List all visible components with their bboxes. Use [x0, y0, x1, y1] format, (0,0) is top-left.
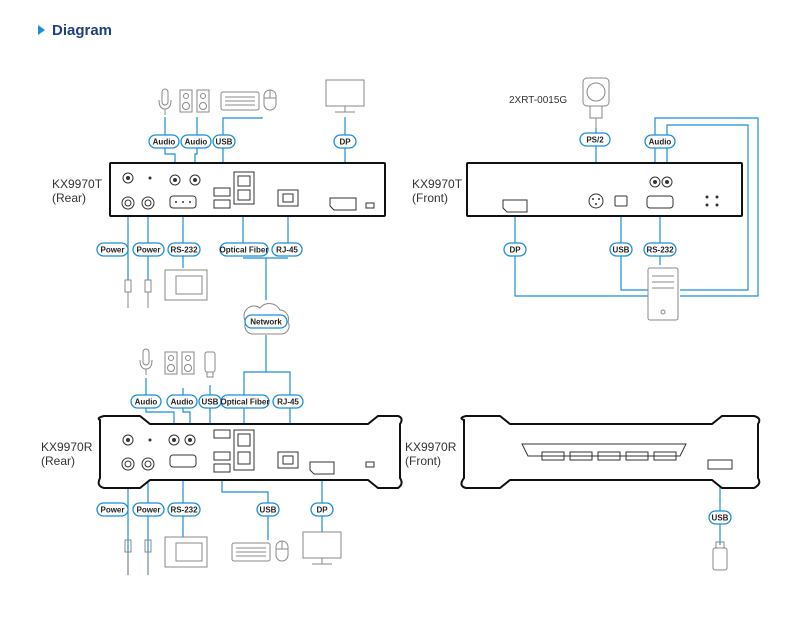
- rx-front-sublabel: (Front): [405, 454, 441, 468]
- svg-text:Audio: Audio: [185, 138, 208, 147]
- rx-front-label: KX9970R: [405, 440, 457, 454]
- pill-rs232-tx-front: RS-232: [643, 242, 677, 257]
- pill-usb-tx-front: USB: [609, 242, 633, 257]
- tx-front-sublabel: (Front): [412, 191, 448, 205]
- svg-text:Audio: Audio: [135, 398, 158, 407]
- pill-power-tx-1: Power: [96, 242, 129, 257]
- svg-text:USB: USB: [613, 246, 630, 255]
- svg-text:Power: Power: [136, 246, 160, 255]
- svg-text:Power: Power: [100, 506, 124, 515]
- pill-usb-rx-2: USB: [256, 502, 280, 517]
- svg-text:USB: USB: [202, 398, 219, 407]
- diagram-title: Diagram: [52, 21, 113, 39]
- pill-dp-rx: DP: [310, 502, 334, 517]
- tx-rear-device: [109, 162, 386, 217]
- svg-text:USB: USB: [712, 514, 729, 523]
- serial-device-icon: [164, 536, 208, 568]
- power-plug-icon: [144, 539, 152, 575]
- svg-text:RJ-45: RJ-45: [277, 398, 299, 407]
- svg-text:Audio: Audio: [171, 398, 194, 407]
- pill-audio-tx-2: Audio: [180, 134, 212, 149]
- pill-network: Network: [244, 314, 288, 329]
- pill-dp-tx-front: DP: [503, 242, 527, 257]
- pill-power-rx-2: Power: [132, 502, 165, 517]
- svg-text:PS/2: PS/2: [586, 136, 604, 145]
- pill-audio-tx-front: Audio: [644, 134, 676, 149]
- serial-device-icon: [164, 269, 208, 301]
- monitor-icon: [302, 531, 342, 559]
- rx-rear-label: KX9970R: [41, 440, 93, 454]
- microphone-icon: [139, 348, 153, 375]
- pill-rs232-rx: RS-232: [167, 502, 201, 517]
- tx-front-label: KX9970T: [412, 177, 463, 191]
- tx-rear-label: KX9970T: [52, 177, 103, 191]
- pill-audio-tx-1: Audio: [148, 134, 180, 149]
- pill-power-rx-1: Power: [96, 502, 129, 517]
- peripherals: [124, 77, 728, 575]
- pill-dp-tx: DP: [333, 134, 357, 149]
- svg-text:Network: Network: [250, 318, 282, 327]
- power-plug-icon: [124, 279, 132, 308]
- pill-optical-fiber-tx: Optical Fiber: [219, 242, 269, 257]
- pill-rs232-tx: RS-232: [167, 242, 201, 257]
- mouse-model-label: 2XRT-0015G: [509, 95, 567, 106]
- rx-front-device: [460, 415, 761, 489]
- svg-text:Audio: Audio: [153, 138, 176, 147]
- svg-text:RS-232: RS-232: [170, 246, 198, 255]
- pill-ps2: PS/2: [579, 132, 611, 147]
- svg-text:Optical Fiber: Optical Fiber: [220, 246, 269, 255]
- svg-text:RS-232: RS-232: [646, 246, 674, 255]
- microphone-icon: [158, 88, 172, 115]
- svg-text:RS-232: RS-232: [170, 506, 198, 515]
- svg-text:Audio: Audio: [649, 138, 672, 147]
- rx-rear-device: [97, 415, 403, 489]
- svg-text:RJ-45: RJ-45: [276, 246, 298, 255]
- svg-text:DP: DP: [509, 246, 521, 255]
- svg-text:USB: USB: [216, 138, 233, 147]
- usb-drive-icon: [204, 351, 216, 373]
- power-plug-icon: [124, 539, 132, 575]
- computer-tower-icon: [647, 267, 679, 321]
- pill-usb-rx-front: USB: [708, 510, 732, 525]
- pill-audio-rx-2: Audio: [166, 394, 198, 409]
- usb-drive-icon: [712, 547, 728, 571]
- svg-text:DP: DP: [316, 506, 328, 515]
- pill-power-tx-2: Power: [132, 242, 165, 257]
- section-header: Diagram: [38, 18, 112, 42]
- svg-text:Optical Fiber: Optical Fiber: [221, 398, 270, 407]
- pill-usb-rx: USB: [198, 394, 222, 409]
- svg-text:Power: Power: [136, 506, 160, 515]
- pill-optical-fiber-rx: Optical Fiber: [220, 394, 270, 409]
- tx-front-device: [466, 162, 743, 217]
- pill-rj45-tx: RJ-45: [271, 242, 303, 257]
- svg-text:DP: DP: [339, 138, 351, 147]
- pill-usb-tx: USB: [212, 134, 236, 149]
- svg-text:USB: USB: [260, 506, 277, 515]
- rx-rear-sublabel: (Rear): [41, 454, 75, 468]
- svg-text:Power: Power: [100, 246, 124, 255]
- tx-rear-sublabel: (Rear): [52, 191, 86, 205]
- monitor-icon: [325, 79, 365, 107]
- power-plug-icon: [144, 279, 152, 308]
- triangle-bullet-icon: [38, 25, 45, 35]
- pill-audio-rx-1: Audio: [130, 394, 162, 409]
- pill-rj45-rx: RJ-45: [272, 394, 304, 409]
